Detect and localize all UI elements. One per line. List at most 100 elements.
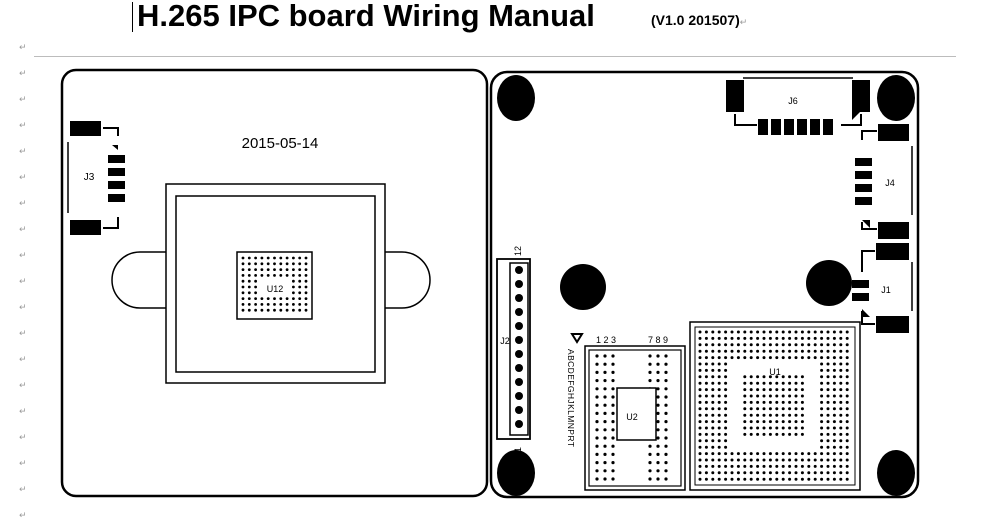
bga-ball [241, 297, 245, 300]
bga-ball [736, 477, 740, 481]
bga-ball [717, 330, 721, 334]
bga-ball [611, 403, 615, 407]
bga-ball [775, 420, 779, 424]
bga-ball [820, 420, 824, 424]
bga-ball [826, 343, 830, 347]
bga-ball [788, 330, 792, 334]
bga-ball [656, 370, 660, 374]
bga-ball [826, 432, 830, 436]
bga-ball [298, 285, 302, 289]
bga-ball [762, 330, 766, 334]
bga-ball [711, 400, 715, 404]
bga-ball [775, 388, 779, 392]
bga-ball [298, 308, 302, 312]
bga-ball [704, 452, 708, 456]
bga-ball [717, 426, 721, 430]
bga-ball [788, 432, 792, 436]
bga-ball [595, 379, 599, 383]
bga-ball [788, 375, 792, 379]
bga-ball [743, 420, 747, 424]
bga-ball [247, 262, 251, 266]
bga-ball [768, 452, 772, 456]
bga-ball [292, 285, 295, 289]
bga-ball [254, 308, 257, 312]
bga-ball [664, 420, 668, 424]
bga-ball [788, 336, 792, 340]
mount-hole [877, 450, 915, 496]
bga-ball [711, 368, 715, 372]
bga-ball [839, 400, 843, 404]
bga-ball [717, 413, 721, 417]
bga-ball [603, 395, 607, 399]
bga-ball [664, 387, 668, 391]
bga-ball [724, 477, 728, 481]
bga-ball [711, 426, 715, 430]
bga-ball [794, 407, 798, 411]
bga-ball [788, 343, 792, 347]
bga-ball [611, 444, 615, 448]
bga-ball [794, 471, 798, 475]
connector-j2-label: J2 [500, 336, 510, 346]
bga-ball [794, 375, 798, 379]
bga-ball [595, 354, 599, 358]
bga-ball [794, 388, 798, 392]
bga-ball [730, 343, 734, 347]
bga-ball [724, 362, 728, 366]
bga-ball [717, 394, 721, 398]
bga-ball [832, 452, 836, 456]
connector-j3-label: J3 [84, 172, 95, 183]
bga-ball [845, 368, 849, 372]
bga-ball [794, 400, 798, 404]
bga-ball [756, 432, 760, 436]
bga-ball [717, 458, 721, 462]
bga-ball [788, 477, 792, 481]
bga-ball [845, 439, 849, 443]
bga-ball [820, 336, 824, 340]
bga-ball [241, 285, 245, 289]
bga-ball [254, 256, 257, 260]
bga-ball [839, 388, 843, 392]
bga-ball [781, 330, 785, 334]
bga-ball [794, 452, 798, 456]
bga-ball [781, 413, 785, 417]
bga-ball [298, 256, 302, 260]
bga-ball [698, 477, 702, 481]
bga-ball [839, 420, 843, 424]
bga-ball [813, 349, 817, 353]
bga-ball [292, 291, 295, 295]
bga-ball [775, 464, 779, 468]
bga-ball [800, 477, 804, 481]
bga-ball [292, 297, 295, 300]
connector-j6: J6 [726, 77, 870, 135]
bga-ball [749, 375, 753, 379]
bga-ball [743, 413, 747, 417]
bga-ball [704, 381, 708, 385]
bga-ball [595, 420, 599, 424]
paragraph-mark: ↵ [19, 225, 27, 235]
bga-ball [794, 477, 798, 481]
bga-ball [717, 452, 721, 456]
bga-ball [664, 452, 668, 456]
bga-ball [247, 285, 251, 289]
bga-ball [285, 262, 289, 266]
bga-ball [762, 336, 766, 340]
bga-ball [266, 308, 270, 312]
bga-ball [794, 336, 798, 340]
bga-ball [241, 279, 245, 283]
bga-ball [832, 407, 836, 411]
bga-ball [832, 330, 836, 334]
bga-ball [749, 452, 753, 456]
bga-ball [304, 256, 308, 260]
bga-ball [698, 420, 702, 424]
bga-ball [656, 452, 660, 456]
header-pin [515, 406, 523, 414]
bga-ball [826, 336, 830, 340]
bga-ball [664, 477, 668, 481]
bga-ball [664, 403, 668, 407]
paragraph-mark: ↵ [19, 251, 27, 261]
bga-ball [768, 420, 772, 424]
bga-ball [800, 349, 804, 353]
bga-ball [698, 400, 702, 404]
bga-ball [656, 436, 660, 440]
